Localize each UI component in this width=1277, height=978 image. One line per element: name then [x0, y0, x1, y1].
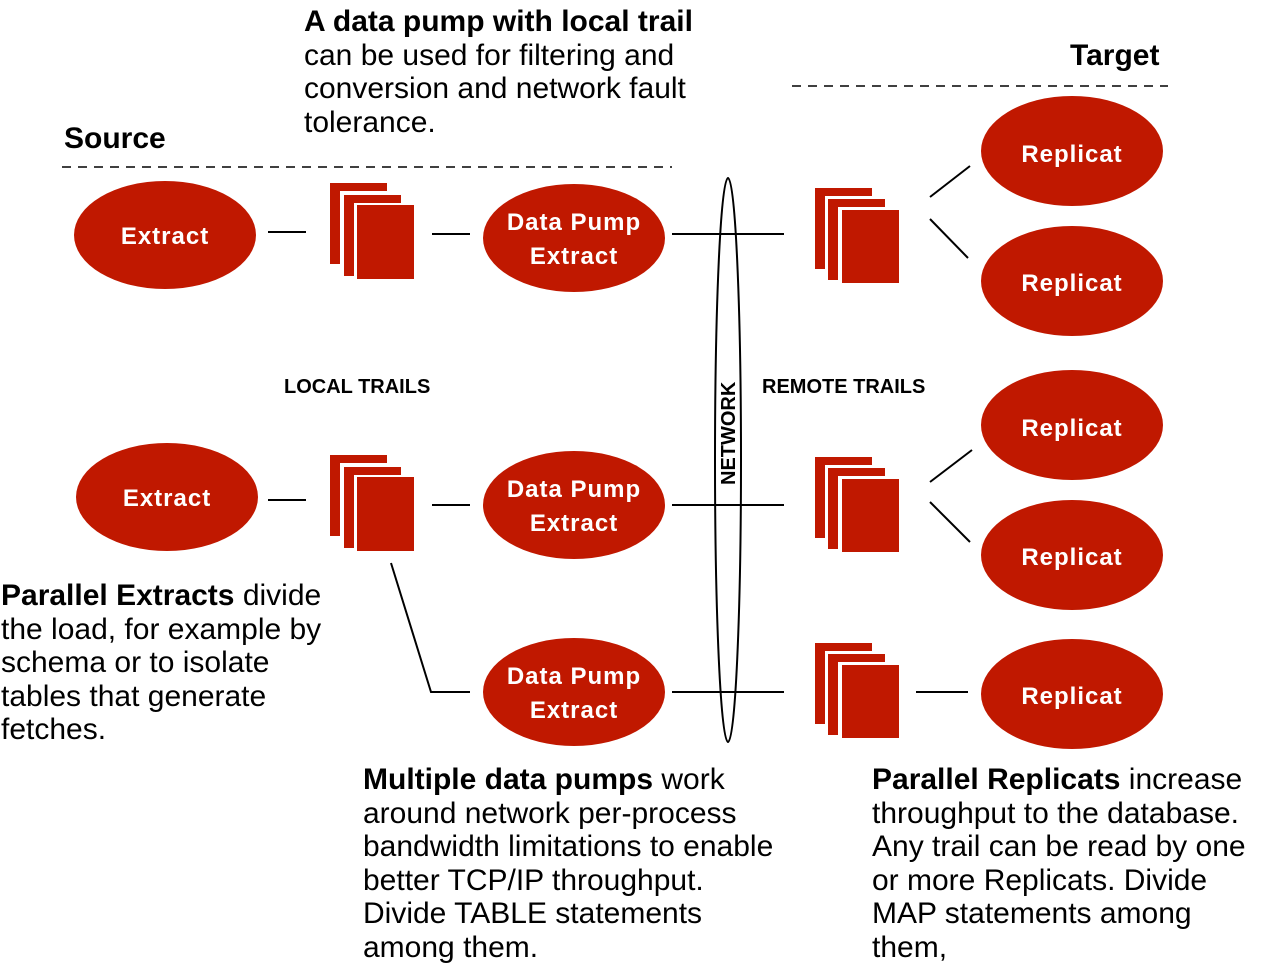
pump-label-line1: Data Pump [507, 476, 641, 503]
trail-file-icon [344, 467, 401, 548]
note-bold: Parallel Replicats [872, 763, 1121, 796]
note-bold: A data pump with local trail [304, 5, 693, 38]
local-trails-label: LOCAL TRAILS [284, 376, 430, 398]
pump-label-line1: Data Pump [507, 209, 641, 236]
trail-file-icon [842, 210, 899, 283]
local-trail-2 [330, 455, 414, 551]
connector [390, 562, 470, 693]
network-label: NETWORK [718, 381, 740, 485]
data-pump-2: Data Pump Extract [483, 451, 665, 559]
remote-trail-3 [815, 643, 899, 738]
connectors [268, 165, 973, 693]
note-text: increase throughput to the database. Any… [872, 763, 1246, 964]
pump-label-line2: Extract [530, 243, 618, 270]
trail-file-icon [815, 188, 872, 269]
target-heading: Target [1070, 39, 1159, 72]
connector [929, 449, 973, 483]
trail-file-icon [842, 479, 899, 552]
trail-file-icon [842, 665, 899, 738]
trail-file-icon [828, 654, 885, 735]
replicat-label: Replicat [1021, 683, 1122, 710]
extract-process-2: Extract [76, 443, 258, 551]
replicat-process-2: Replicat [981, 226, 1163, 336]
replicat-process-3: Replicat [981, 370, 1163, 480]
pump-label-line2: Extract [530, 697, 618, 724]
trail-file-icon [357, 205, 414, 279]
trail-file-icon [344, 195, 401, 276]
replicat-process-5: Replicat [981, 639, 1163, 749]
trail-file-icon [357, 477, 414, 551]
trail-file-icon [828, 468, 885, 549]
pump-label-line1: Data Pump [507, 663, 641, 690]
note-bold: Multiple data pumps [363, 763, 654, 796]
data-pump-1: Data Pump Extract [483, 184, 665, 292]
replicat-label: Replicat [1021, 141, 1122, 168]
trail-file-icon [828, 199, 885, 280]
replicat-label: Replicat [1021, 270, 1122, 297]
extracts-note: Parallel Extracts divide the load, for e… [1, 579, 341, 747]
trail-file-icon [815, 643, 872, 724]
network-boundary [714, 177, 742, 743]
remote-trail-1 [815, 188, 899, 283]
remote-trails-label: REMOTE TRAILS [762, 376, 925, 398]
trail-file-icon [330, 455, 387, 536]
trail-file-icon [330, 183, 387, 264]
note-text: work around network per-process bandwidt… [363, 763, 774, 964]
replicat-process-1: Replicat [981, 96, 1163, 206]
extract-label: Extract [121, 223, 209, 250]
connector [929, 165, 971, 198]
connector [929, 501, 971, 543]
extract-label: Extract [123, 485, 211, 512]
trail-file-icon [815, 457, 872, 538]
pump-note: A data pump with local trail can be used… [304, 5, 734, 139]
replicat-label: Replicat [1021, 544, 1122, 571]
note-text: can be used for filtering and conversion… [304, 38, 686, 139]
data-pump-3: Data Pump Extract [483, 638, 665, 746]
pumps-note: Multiple data pumps work around network … [363, 763, 793, 964]
extract-process-1: Extract [74, 181, 256, 289]
remote-trail-2 [815, 457, 899, 552]
connector [929, 218, 969, 259]
replicats-note: Parallel Replicats increase throughput t… [872, 763, 1272, 964]
source-heading: Source [64, 122, 166, 155]
replicat-label: Replicat [1021, 415, 1122, 442]
local-trail-1 [330, 183, 414, 279]
note-bold: Parallel Extracts [1, 579, 235, 612]
note-text: divide the load, for example by schema o… [1, 579, 322, 746]
pump-label-line2: Extract [530, 510, 618, 537]
replicat-process-4: Replicat [981, 500, 1163, 610]
